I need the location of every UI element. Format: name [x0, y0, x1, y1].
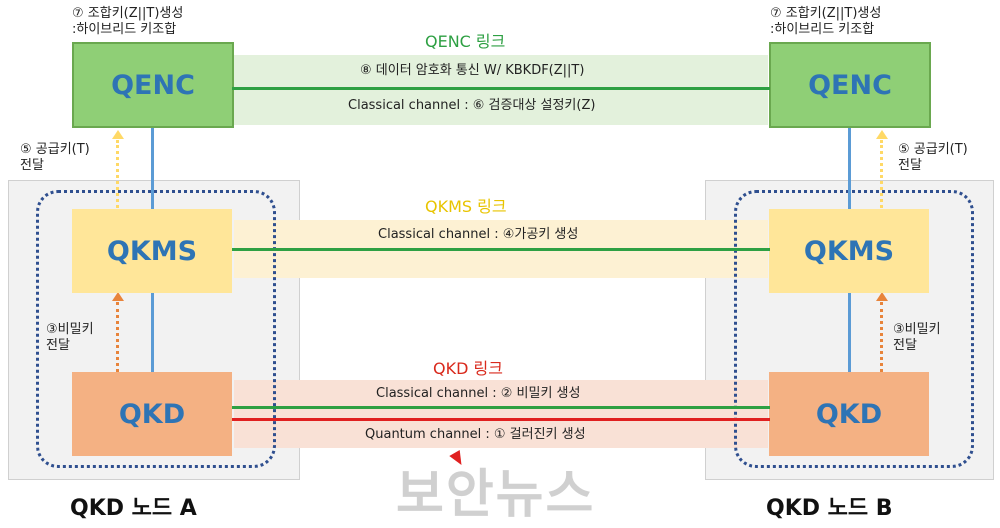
node-b-combine-key-label: ⑦ 조합키(Z||T)생성: [770, 6, 882, 21]
node-a-qkms-qkd-connector: [151, 292, 154, 372]
node-a-secret-key-arrowhead: [112, 292, 124, 301]
node-a-combine-key-label: ⑦ 조합키(Z||T)생성: [72, 6, 184, 21]
node-a-title: QKD 노드 A: [70, 496, 197, 521]
node-b-dotted-frame: [734, 190, 974, 468]
qenc-data-encryption-label: ⑧ 데이터 암호화 통신 W/ KBKDF(Z||T): [360, 63, 585, 78]
qkd-link-band: [234, 380, 768, 448]
qkd-link-title: QKD 링크: [433, 359, 503, 378]
node-a-qenc-qkms-connector: [151, 125, 154, 209]
node-a-public-key-arrow: [116, 140, 119, 208]
node-a-public-key-arrowhead: [112, 130, 124, 139]
qenc-classical-channel-label: Classical channel : ⑥ 검증대상 설정키(Z): [348, 98, 596, 113]
node-a-public-key-label: ⑤ 공급키(T): [20, 142, 90, 157]
node-b-qenc-qkms-connector: [848, 125, 851, 209]
node-b-qkms-box: QKMS: [769, 209, 929, 293]
node-b-public-key-label: ⑤ 공급키(T): [898, 142, 968, 157]
node-a-secret-key-label: ③비밀키: [46, 322, 94, 337]
qkd-quantum-channel-label: Quantum channel : ① 걸러진키 생성: [365, 427, 586, 442]
qkd-quantum-channel-line: [232, 418, 770, 421]
node-b-secret-key-arrowhead: [876, 292, 888, 301]
node-a-public-key-deliver-label: 전달: [20, 158, 44, 173]
node-b-qkd-box: QKD: [769, 372, 929, 456]
node-b-public-key-arrowhead: [876, 130, 888, 139]
node-a-dotted-frame: [36, 190, 276, 468]
node-b-secret-key-label: ③비밀키: [893, 322, 941, 337]
node-b-hybrid-combine-label: :하이브리드 키조합: [770, 22, 875, 37]
qkms-classical-channel-label: Classical channel : ④가공키 생성: [378, 227, 579, 242]
node-b-public-key-arrow: [880, 140, 883, 208]
node-a-qenc-box: QENC: [72, 42, 234, 128]
node-a-secret-key-deliver-label: 전달: [46, 338, 70, 353]
node-b-public-key-deliver-label: 전달: [898, 158, 922, 173]
qkms-link-title: QKMS 링크: [425, 197, 507, 216]
node-a-secret-key-arrow: [116, 302, 119, 372]
node-b-title: QKD 노드 B: [766, 496, 893, 521]
node-a-qkd-box: QKD: [72, 372, 232, 456]
qkd-classical-channel-label: Classical channel : ② 비밀키 생성: [376, 386, 581, 401]
node-b-qkms-qkd-connector: [848, 292, 851, 372]
qkd-classical-channel-line: [232, 406, 770, 409]
watermark-logo: 보안뉴스: [396, 465, 596, 525]
node-b-secret-key-arrow: [880, 302, 883, 372]
node-a-qkms-box: QKMS: [72, 209, 232, 293]
qkms-link-line: [232, 248, 770, 251]
node-b-qenc-box: QENC: [769, 42, 931, 128]
qenc-link-title: QENC 링크: [425, 32, 506, 51]
node-b-secret-key-deliver-label: 전달: [893, 338, 917, 353]
qenc-link-line: [232, 87, 770, 90]
qenc-link-band: [234, 55, 768, 125]
node-a-hybrid-combine-label: :하이브리드 키조합: [72, 22, 177, 37]
